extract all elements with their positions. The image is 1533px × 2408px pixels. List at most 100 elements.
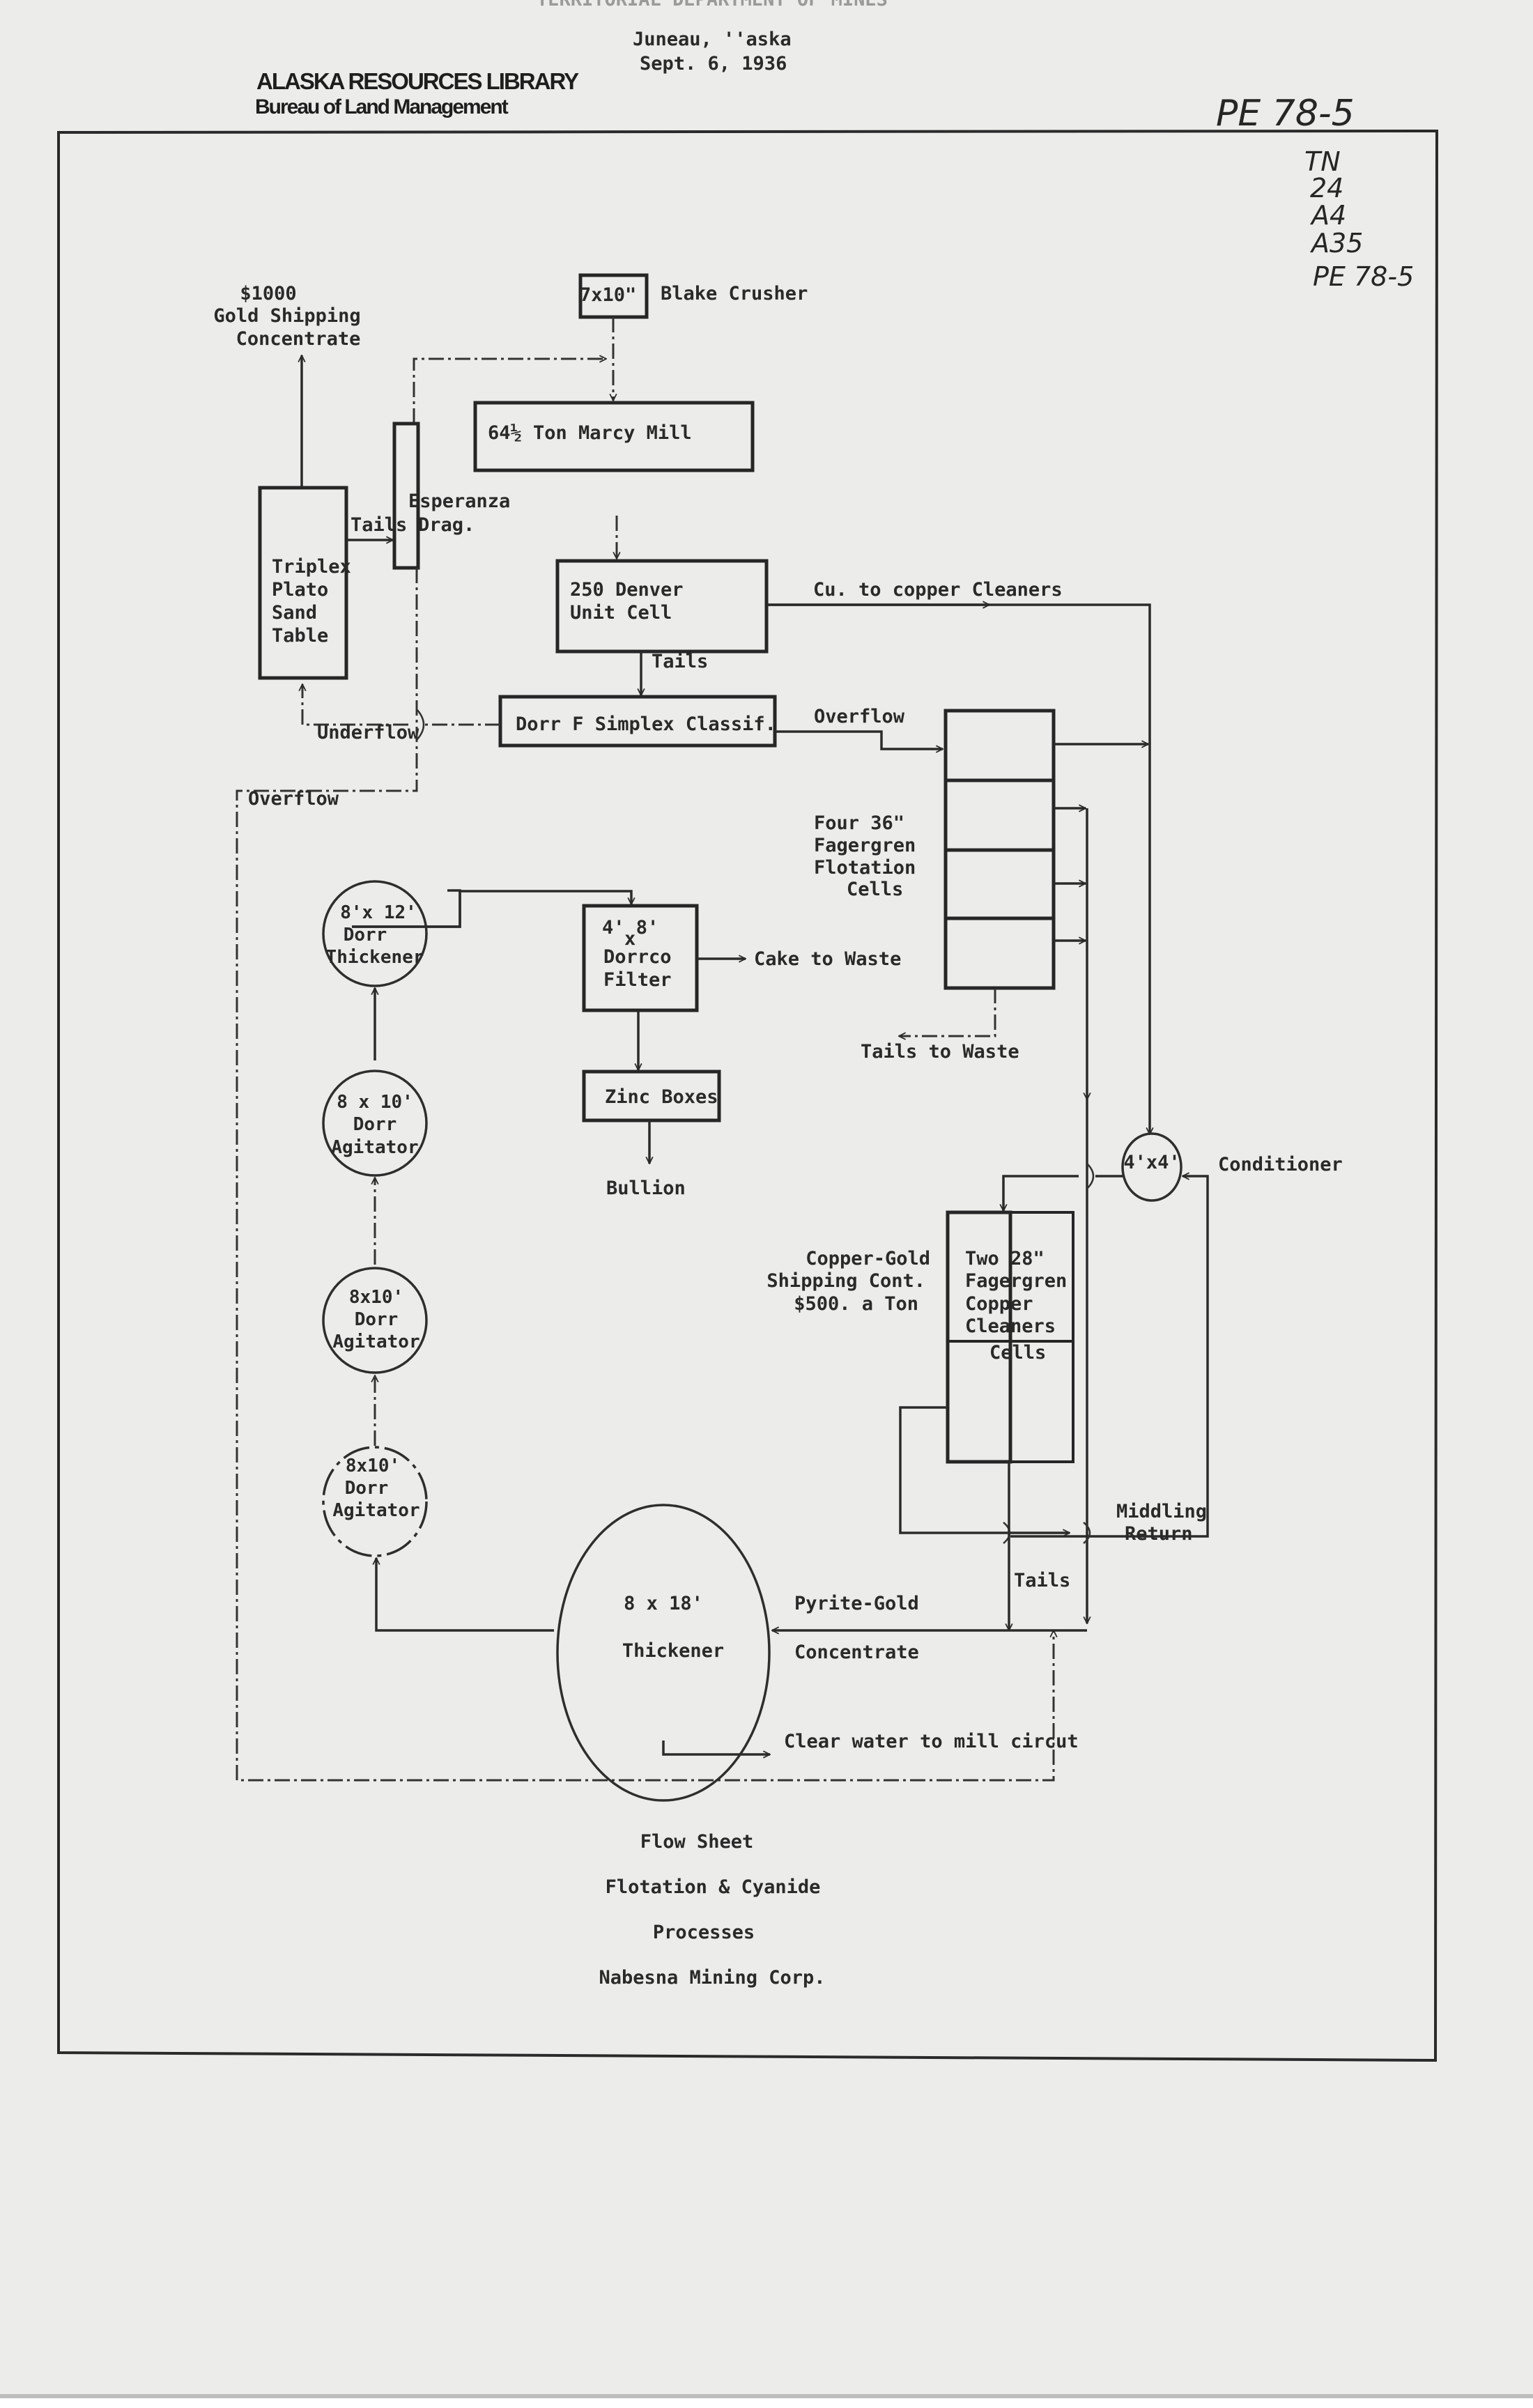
agitator2-label-3: Agitator (332, 1332, 419, 1352)
agitator3-label-2: Dorr (345, 1478, 389, 1499)
underflow-line (302, 684, 500, 726)
call-number-4: A35 (1309, 228, 1363, 258)
flotation-label-1: Four 36" (814, 812, 904, 834)
underflow-label: Underflow (317, 722, 419, 743)
middling-label-1: Middling (1116, 1501, 1207, 1522)
paper-edge (0, 2394, 1533, 2398)
dorrco-label-4: Filter (603, 969, 672, 991)
conditioner-label: Conditioner (1218, 1154, 1343, 1175)
handwritten-doc-id: PE 78-5 (1216, 93, 1355, 134)
underflow-crossover (416, 709, 425, 741)
faint-header-line: TERRITORIAL DEPARTMENT OF MINES (537, 0, 888, 10)
denver-label-2: Unit Cell (570, 602, 672, 624)
agitator2-label-2: Dorr (355, 1309, 399, 1330)
copper-cleaners-label-4: Cleaners (965, 1315, 1056, 1337)
big-thickener-circle (556, 1504, 771, 1802)
copper-gold-conc-1: Copper-Gold (806, 1248, 930, 1269)
tails-to-waste-line (899, 988, 996, 1036)
dorrco-label-3: Dorrco (603, 946, 672, 968)
conditioner-size: 4'x4' (1123, 1152, 1180, 1173)
zinc-boxes-label: Zinc Boxes (605, 1086, 718, 1108)
caption-line-4: Nabesna Mining Corp. (599, 1967, 825, 1989)
page-frame (57, 129, 1439, 2062)
middling-return-line (1010, 1176, 1209, 1538)
dorr-thickener-circle (322, 880, 428, 987)
denver-unit-cell-box (555, 559, 769, 654)
denver-label-1: 250 Denver (570, 579, 684, 601)
esperanza-label-2: Drag. (418, 514, 475, 536)
copper-cleaners-label-3: Copper (965, 1293, 1033, 1315)
blake-crusher-label: Blake Crusher (661, 283, 808, 304)
overflow-right-label: Overflow (814, 706, 905, 727)
zinc-boxes-box (582, 1070, 721, 1122)
triplex-label-3: Sand (272, 602, 317, 624)
marcy-mill-box (473, 401, 755, 472)
copper-gold-conc-2: Shipping Cont. (766, 1270, 925, 1292)
overflow-left-label: Overflow (248, 788, 339, 810)
copper-gold-conc-3: $500. a Ton (794, 1293, 918, 1315)
call-number-1: TN (1304, 146, 1341, 177)
pyrite-gold-label-1: Pyrite-Gold (794, 1593, 919, 1614)
gold-concentrate-value: $1000 (240, 283, 296, 304)
big-thickener-label-1: 8 x 18' (624, 1593, 703, 1614)
call-number-3: A4 (1309, 200, 1346, 231)
dorr-agitator-1-circle (322, 1070, 428, 1177)
dorr-thickener-label-1: 8'x 12' (340, 902, 417, 923)
flotation-label-4: Cells (847, 879, 903, 900)
copper-cleaners-outer (946, 1211, 1074, 1463)
agitator1-label-2: Dorr (353, 1114, 397, 1135)
dorr-thickener-label-3: Thickener (326, 947, 424, 968)
copper-cleaners-label-5: Cells (989, 1342, 1046, 1364)
header-date: Sept. 6, 1936 (640, 53, 787, 75)
conditioner-crossover (1086, 1163, 1095, 1189)
big-thickener-label-2: Thickener (622, 1640, 724, 1662)
conditioner-circle (1121, 1132, 1183, 1202)
conditioner-to-cleaners-line (1003, 1175, 1123, 1211)
marcy-mill-label: 64½ Ton Marcy Mill (488, 422, 692, 444)
call-number-5: PE 78-5 (1313, 261, 1414, 292)
call-number-2: 24 (1310, 173, 1343, 203)
triplex-label-2: Plato (272, 579, 328, 601)
classifier-overflow-line (775, 730, 943, 749)
pyrite-gold-label-2: Concentrate (794, 1642, 919, 1663)
library-stamp-subtitle: Bureau of Land Management (255, 95, 509, 118)
cleaner-tails-label: Tails (1014, 1570, 1070, 1591)
cake-to-waste-label: Cake to Waste (754, 948, 901, 970)
library-stamp-title: ALASKA RESOURCES LIBRARY (256, 68, 579, 94)
dorrco-label-1: 4' 8' (602, 917, 658, 939)
esperanza-to-mill-line (413, 359, 606, 424)
cleaner-recycle-line (899, 1406, 1070, 1533)
copper-cleaners-label-1: Two 28" (965, 1248, 1045, 1269)
agitator3-label-1: 8x10' (346, 1456, 400, 1476)
flotation-label-2: Fagergren (814, 835, 916, 856)
tails-left-label: Tails (350, 514, 407, 536)
dorr-classifier-box (498, 695, 777, 748)
copper-cleaners-label-2: Fagergren (965, 1270, 1067, 1292)
gold-concentrate-line2: Gold Shipping (213, 305, 360, 327)
dorrco-label-2: x (624, 928, 635, 950)
header-location: Juneau, ''aska (633, 29, 792, 50)
dorr-classifier-label: Dorr F Simplex Classif. (516, 713, 776, 735)
gold-concentrate-line3: Concentrate (236, 328, 361, 350)
flotation-label-3: Flotation (814, 857, 916, 879)
cu-to-cleaners-label: Cu. to copper Cleaners (813, 579, 1063, 601)
cleaner-crossover-2 (1083, 1522, 1091, 1544)
agitator1-label-1: 8 x 10' (337, 1092, 413, 1113)
denver-tails-label: Tails (652, 651, 708, 672)
caption-line-3: Processes (653, 1922, 755, 1943)
triplex-label-4: Table (272, 625, 328, 647)
agitator3-label-3: Agitator (332, 1500, 419, 1521)
esperanza-drag-box (392, 422, 420, 570)
agitator1-label-3: Agitator (331, 1137, 418, 1158)
dorr-thickener-label-2: Dorr (344, 925, 387, 946)
caption-line-2: Flotation & Cyanide (606, 1876, 821, 1898)
thickener-to-filter-arrow (352, 890, 631, 928)
caption-line-1: Flow Sheet (640, 1831, 754, 1853)
agitator2-label-1: 8x10' (349, 1287, 403, 1308)
blake-crusher-size: 7x10" (580, 284, 636, 306)
tails-to-waste-label: Tails to Waste (861, 1041, 1019, 1063)
esperanza-label-1: Esperanza (408, 491, 510, 512)
thickener-to-agitator3-arrow (376, 1558, 554, 1632)
